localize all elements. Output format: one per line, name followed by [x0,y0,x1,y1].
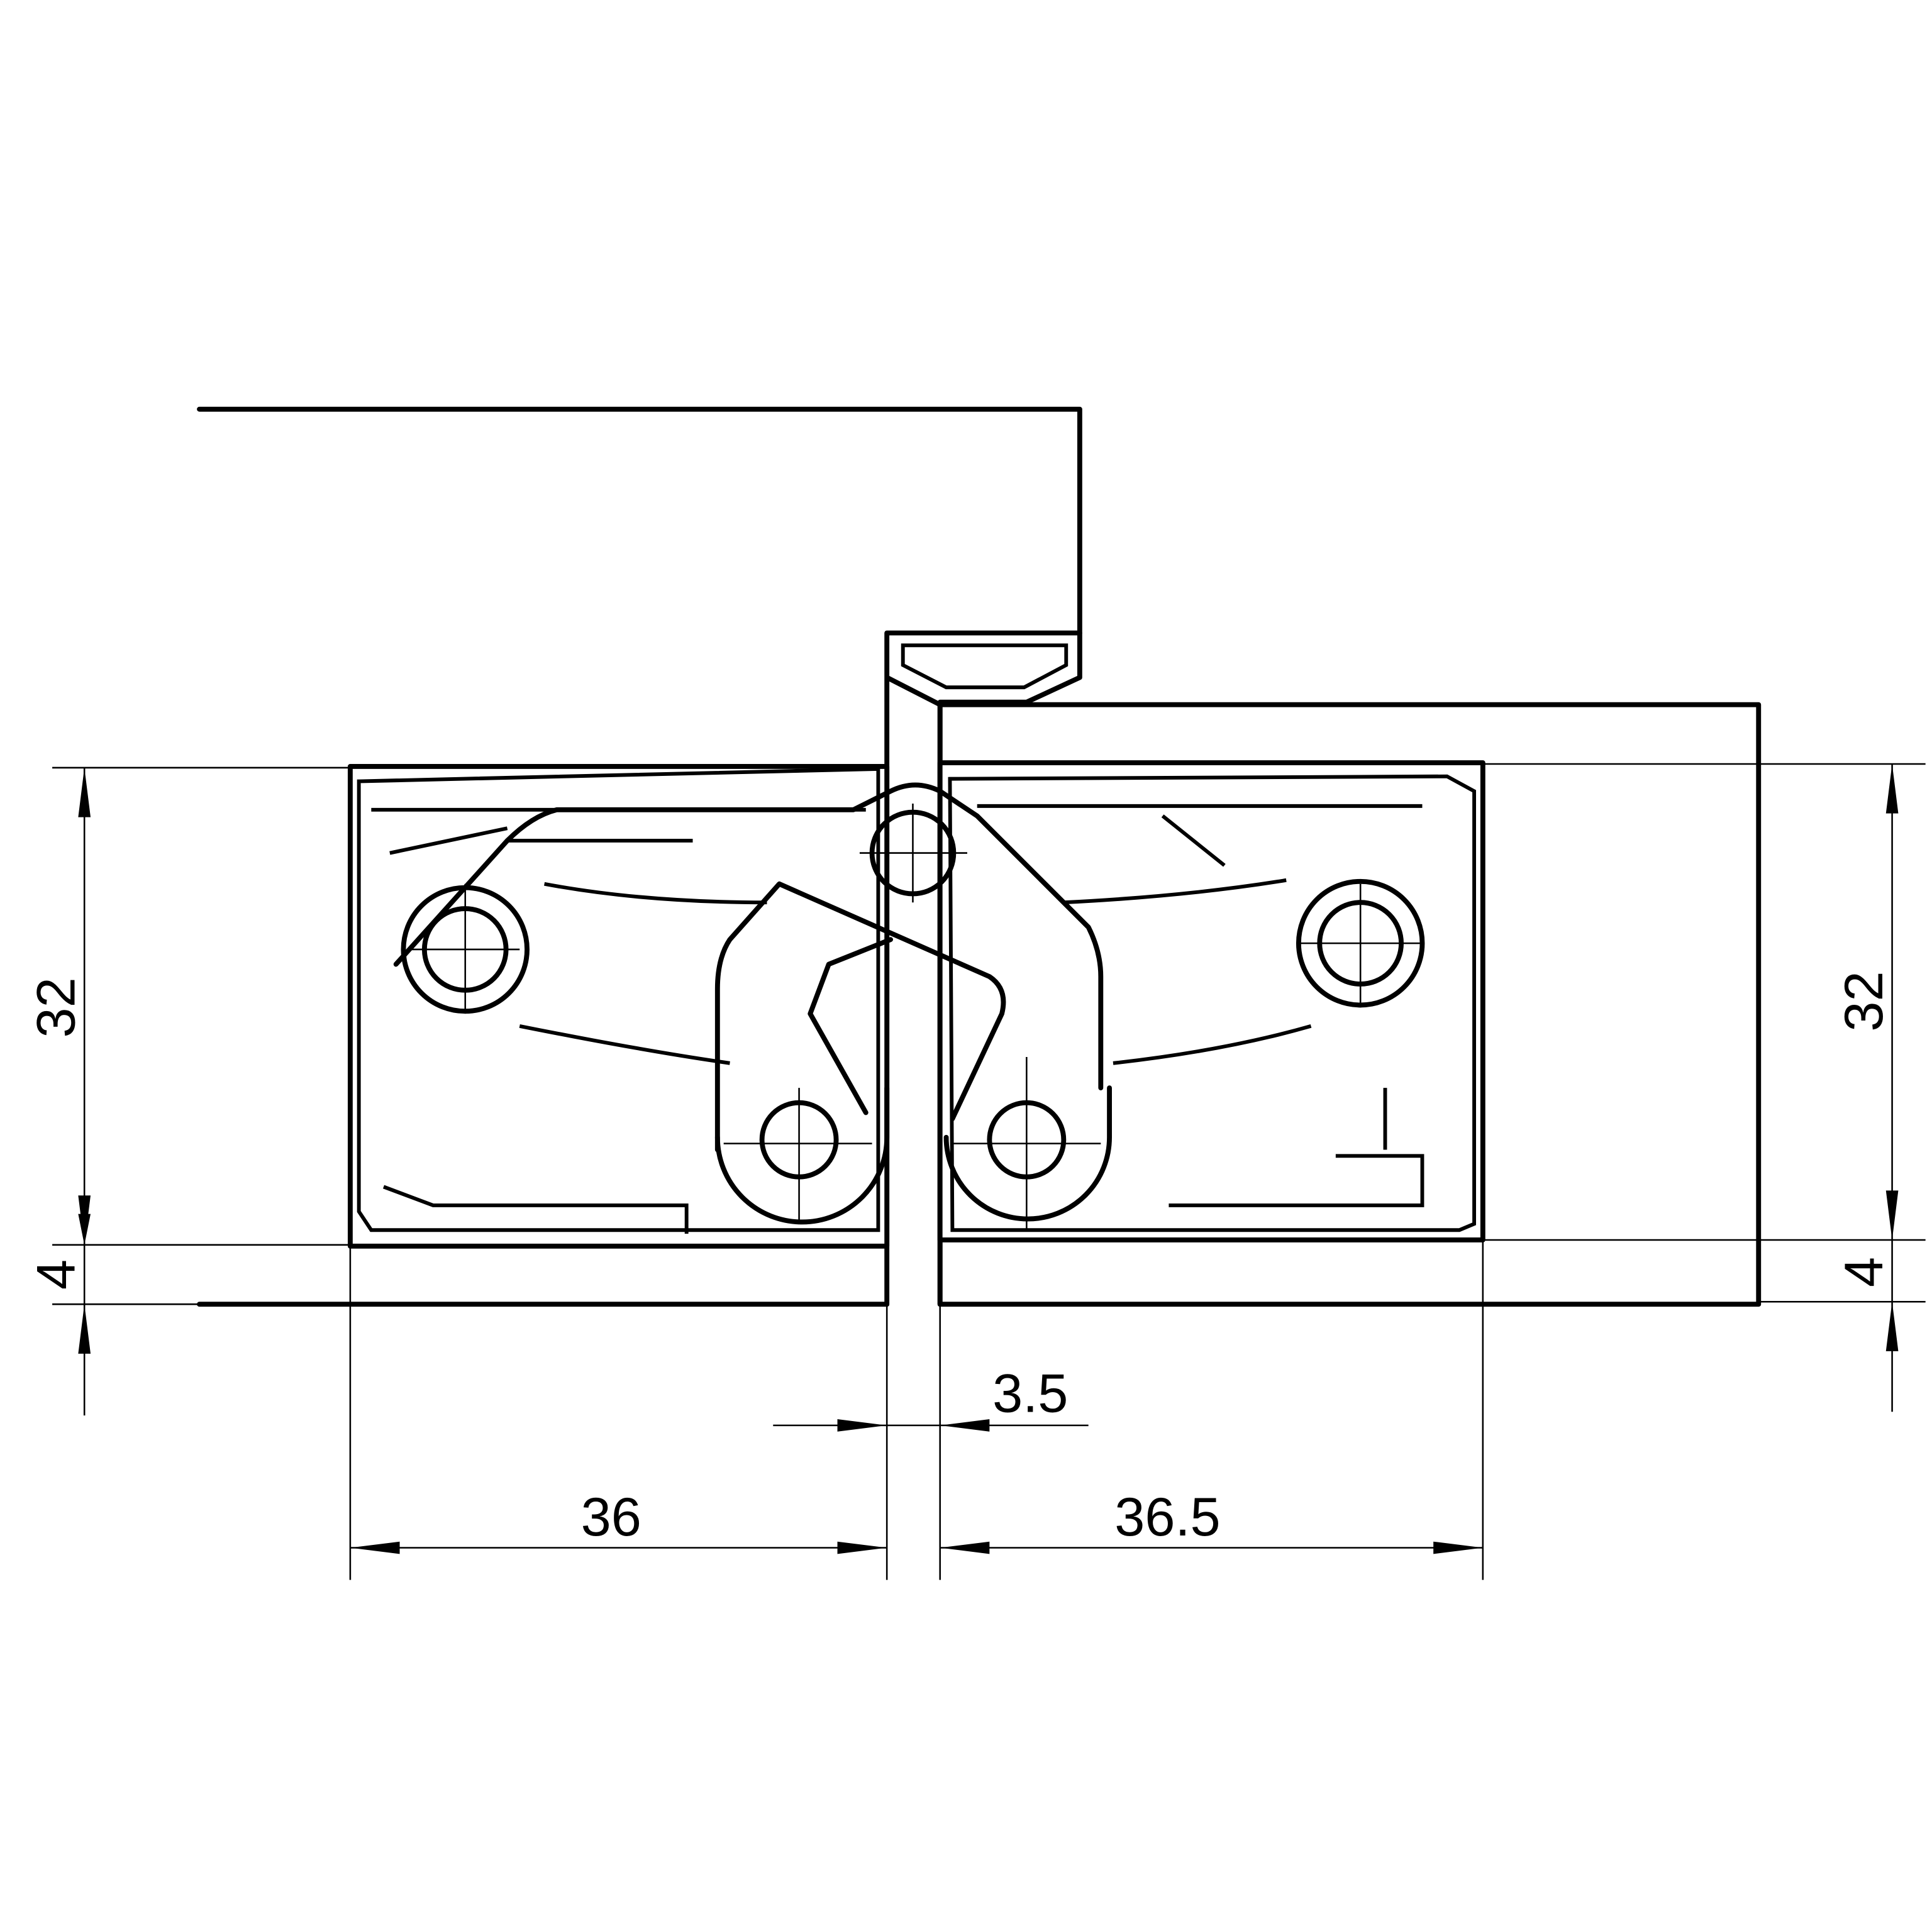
dimension-lines [83,764,1893,1549]
pivot-right-lobe [943,1085,1112,1222]
stub-slot [901,643,1069,690]
dim-right-offset: 4 [1834,1257,1894,1287]
left-arm [393,782,1104,1091]
left-spring-arc [519,882,767,1065]
dim-right-width: 36.5 [1114,1487,1220,1547]
pivot-left-lobe [714,1085,890,1225]
dimension-arrows [78,764,1899,1554]
dim-right-height: 32 [1834,971,1894,1031]
right-spring-arc [1063,878,1312,1065]
right-hinge-body [937,760,1485,1242]
dim-gap: 3.5 [992,1363,1068,1424]
dim-left-offset: 4 [26,1259,86,1290]
dim-left-height: 32 [26,977,86,1037]
extension-lines [52,763,1926,1580]
right-inner-contour [948,774,1477,1232]
center-marks [408,803,1423,1231]
center-link [714,881,1006,1153]
dim-left-width: 36 [581,1487,641,1547]
